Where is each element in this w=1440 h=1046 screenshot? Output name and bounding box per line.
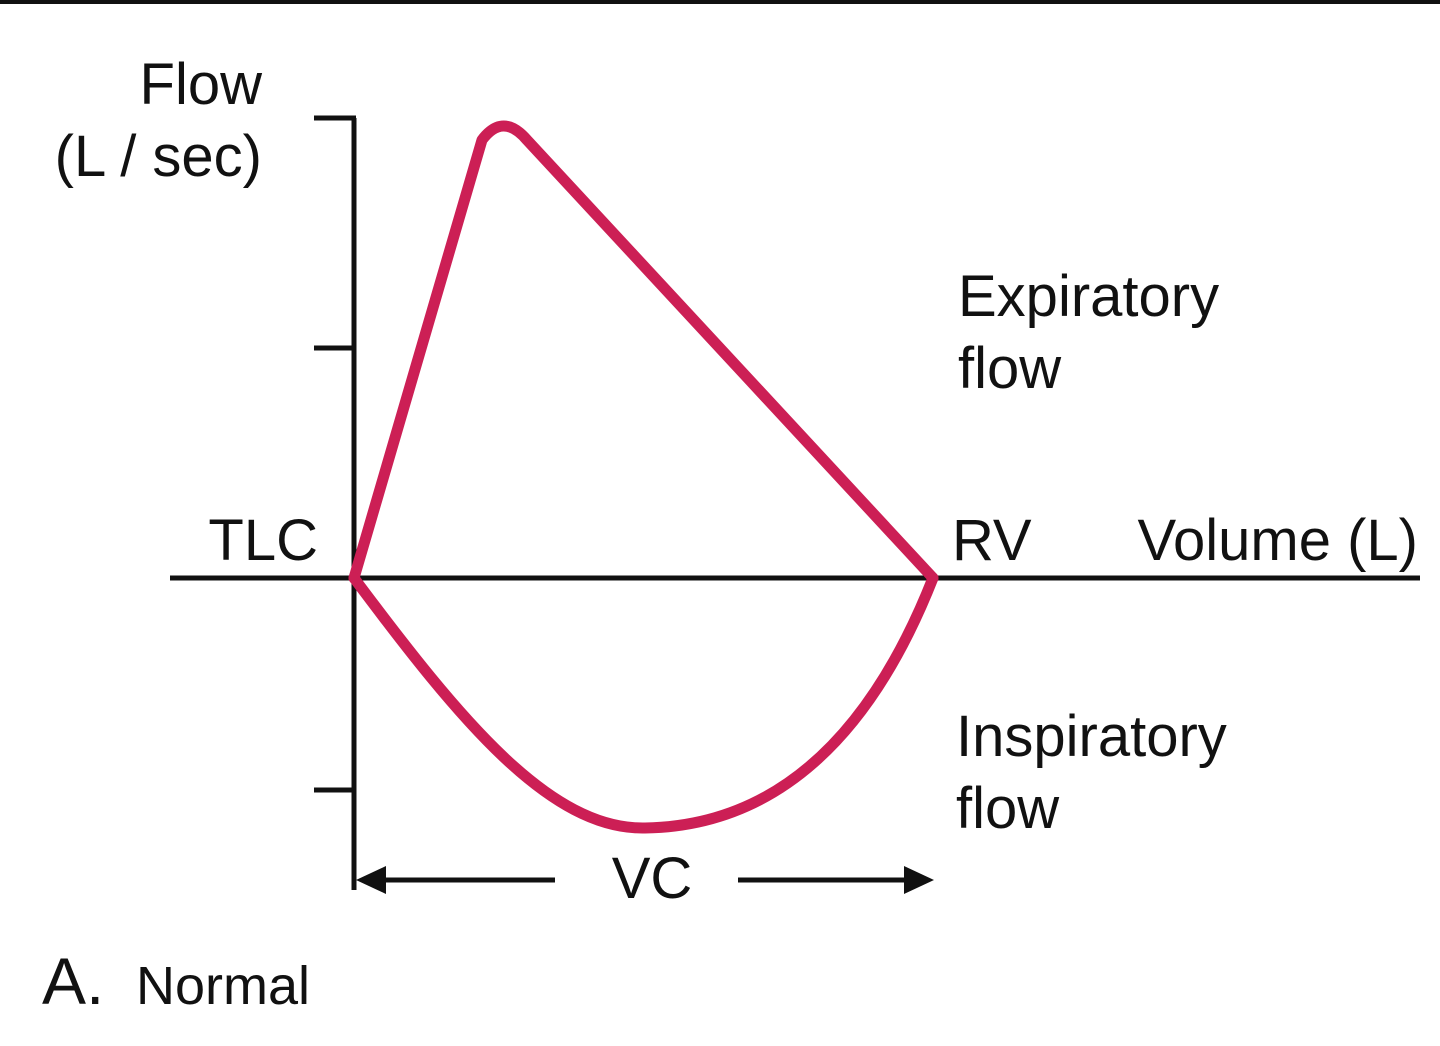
vc-arrow: [356, 866, 934, 894]
expiratory-curve: [348, 120, 939, 584]
axes: [170, 115, 1420, 890]
vc-arrowhead-right: [904, 866, 934, 894]
y-axis-label-line1: Flow: [140, 52, 264, 117]
expiratory-flow-label-line1: Expiratory: [958, 264, 1219, 329]
panel-title: Normal: [136, 956, 310, 1016]
inspiratory-curve: [348, 572, 939, 834]
inspiratory-flow-label-line1: Inspiratory: [956, 704, 1227, 769]
tlc-label: TLC: [208, 508, 318, 573]
rv-label: RV: [952, 508, 1032, 573]
vc-arrowhead-left: [356, 866, 386, 894]
expiratory-flow-label-line2: flow: [958, 336, 1062, 401]
flow-volume-loop: [348, 120, 939, 834]
inspiratory-flow-label-line2: flow: [956, 776, 1060, 841]
vc-label: VC: [612, 846, 693, 911]
y-axis-label-line2: (L / sec): [55, 124, 262, 189]
panel-letter: A.: [42, 944, 104, 1018]
x-axis-label: Volume (L): [1138, 508, 1418, 573]
